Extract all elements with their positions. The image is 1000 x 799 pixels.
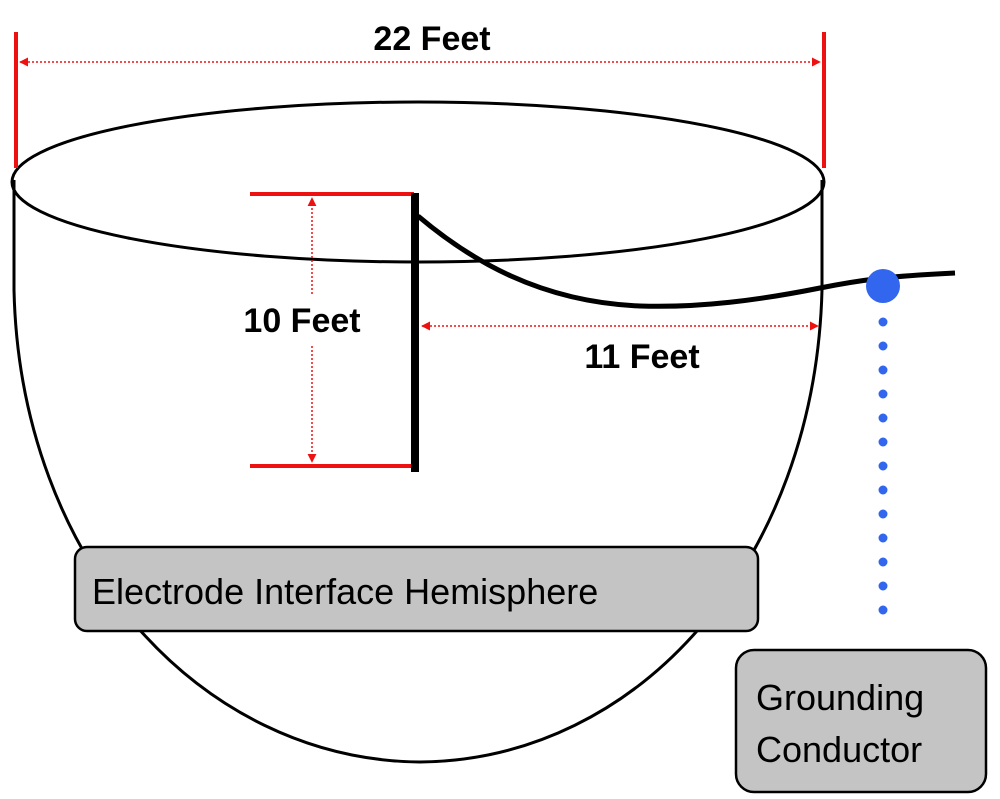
rod-dimension: 10 Feet	[243, 192, 414, 468]
hemisphere-label: Electrode Interface Hemisphere	[92, 571, 598, 612]
diameter-label: 22 Feet	[373, 20, 490, 58]
diameter-dimension: 22 Feet	[14, 20, 826, 168]
hemisphere-label-bg	[73, 545, 760, 633]
rod-label: 10 Feet	[243, 302, 360, 340]
hemisphere-label-box: Electrode Interface Hemisphere	[73, 545, 760, 633]
conductor-label-line2: Conductor	[756, 729, 922, 770]
hemisphere-bowl	[12, 180, 824, 764]
radius-dimension: 11 Feet	[421, 321, 819, 376]
connection-point-icon	[866, 269, 900, 303]
conductor-label-line1: Grounding	[756, 677, 924, 718]
grounding-connection	[866, 269, 900, 635]
conductor-label-bg	[734, 648, 988, 794]
conductor-label-box: Grounding Conductor	[734, 648, 988, 794]
radius-label: 11 Feet	[584, 338, 699, 376]
